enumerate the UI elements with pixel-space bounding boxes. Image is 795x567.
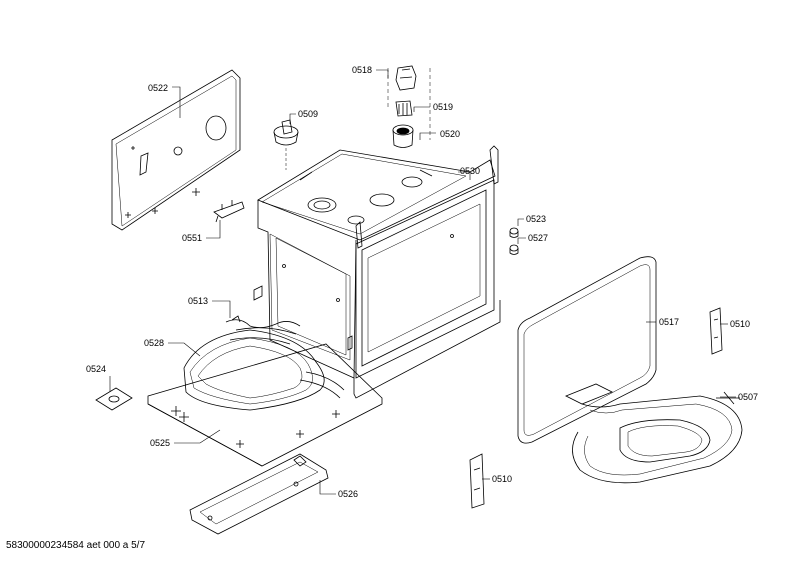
part-labels: 0522 0518 0509 0519 0520 0530 0523 0527 …: [86, 65, 758, 499]
switch-part: [273, 119, 299, 170]
hinge-bracket-bottom-part: [469, 453, 485, 509]
hinge-bracket-top-part: [709, 307, 723, 355]
label-0530: 0530: [460, 166, 480, 176]
document-reference-footer: 58300000234584 aet 000 a 5/7: [6, 540, 146, 551]
oven-cavity-part: [253, 145, 501, 399]
label-0510-bottom: 0510: [492, 474, 512, 484]
label-0527: 0527: [528, 233, 548, 243]
clip-part: [213, 200, 245, 223]
label-0523: 0523: [526, 214, 546, 224]
label-0522: 0522: [148, 83, 168, 93]
label-0510-top: 0510: [730, 319, 750, 329]
door-seal-part: [517, 256, 657, 444]
label-0507: 0507: [738, 392, 758, 402]
label-0526: 0526: [338, 489, 358, 499]
label-0525: 0525: [150, 438, 170, 448]
square-plate-part: [95, 387, 133, 411]
bottom-plate-part: [147, 343, 383, 467]
label-0528: 0528: [144, 338, 164, 348]
label-0551: 0551: [182, 233, 202, 243]
bracket-part: [189, 453, 329, 535]
label-0513: 0513: [188, 296, 208, 306]
bottom-heater-part: [183, 327, 345, 411]
label-0517: 0517: [659, 317, 679, 327]
label-0524: 0524: [86, 364, 106, 374]
leader-lines: [109, 69, 736, 495]
label-0509: 0509: [298, 109, 318, 119]
label-0520: 0520: [440, 129, 460, 139]
grill-heater-part: [565, 383, 743, 484]
back-panel-part: [111, 69, 241, 231]
grommet-parts: [509, 227, 519, 255]
sensor-part: [225, 315, 301, 328]
label-0519: 0519: [433, 102, 453, 112]
label-0518: 0518: [352, 65, 372, 75]
